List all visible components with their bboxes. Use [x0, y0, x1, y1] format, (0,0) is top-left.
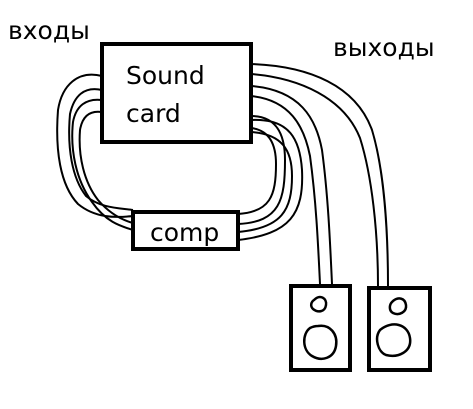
right-speaker [367, 286, 432, 372]
return-cable [237, 115, 304, 241]
outputs-label: выходы [333, 33, 435, 62]
output-cable-right-speaker [250, 63, 389, 287]
computer-box [131, 210, 240, 251]
left-speaker [289, 284, 352, 372]
left-speaker-tweeter [309, 295, 328, 313]
sound-card-label-line2: card [126, 99, 181, 128]
right-speaker-woofer [375, 323, 412, 357]
left-speaker-woofer [303, 324, 338, 360]
input-cable-outer [56, 73, 134, 218]
computer-label: comp [150, 218, 219, 247]
sound-card-box [100, 42, 253, 144]
right-speaker-cabinet [367, 286, 432, 372]
sound-card-label-line1: Sound [126, 61, 205, 90]
left-speaker-cabinet [289, 284, 352, 372]
input-cable-inner [71, 98, 134, 231]
output-cable-left-speaker [250, 85, 333, 285]
inputs-label: входы [8, 16, 90, 45]
right-speaker-tweeter [388, 297, 408, 316]
computer-block: comp [131, 210, 240, 251]
sound-card-block: Sound card [100, 42, 253, 144]
